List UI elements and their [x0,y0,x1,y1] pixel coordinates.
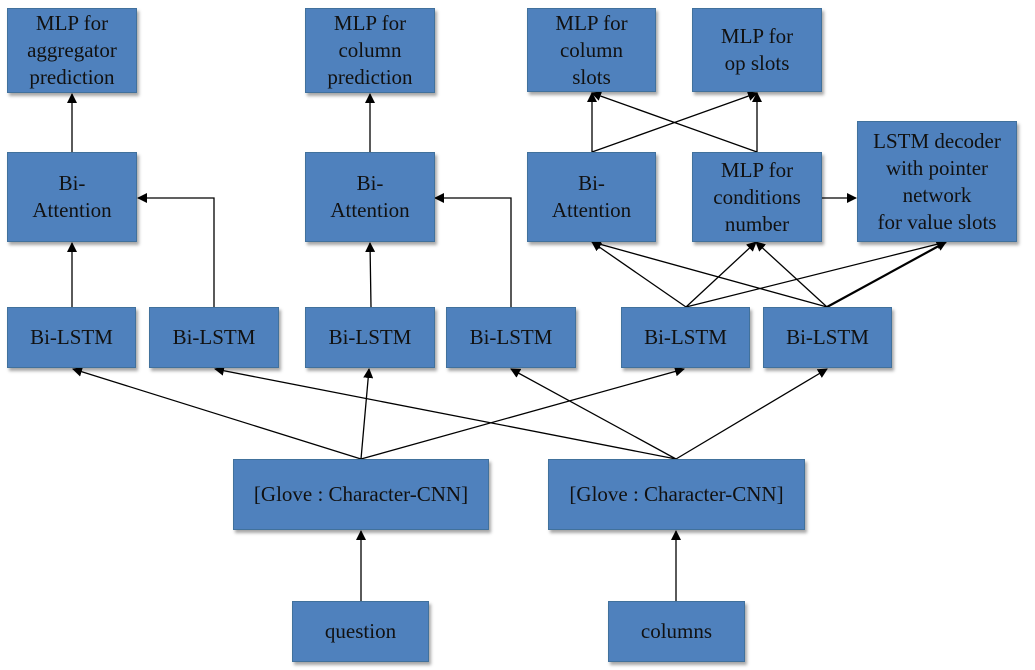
bi-lstm-box-5: Bi-LSTM [621,307,750,368]
arrow-bilstm2-to-biatt1 [137,193,215,307]
bi-lstm-box-3: Bi-LSTM [305,307,435,368]
arrow-bilstm3-to-biatt2 [365,242,376,308]
arrow-bilstm4-to-biatt2 [434,193,512,307]
bi-lstm-label-5: Bi-LSTM [644,325,727,349]
question-input-box: question [292,601,429,662]
mlp-aggregator-box: MLP for aggregator prediction [7,8,137,93]
mlp-column-box: MLP for column prediction [305,8,435,93]
columns-input-box: columns [608,601,745,662]
bi-attention-label-2: Bi- Attention [330,171,410,222]
arrow-mlpcond-to-colslots [591,91,758,153]
bi-lstm-label-4: Bi-LSTM [469,325,553,349]
mlp-column-slots-box: MLP for column slots [527,8,656,92]
bi-lstm-label-2: Bi-LSTM [172,325,256,349]
arrow-cembed-to-bilstm6 [675,368,828,460]
column-embedding-label: [Glove : Character-CNN] [569,482,784,506]
arrow-bilstm6-to-mlpcond [755,241,828,308]
arrow-bilstm5-to-mlpcond [685,241,757,308]
bi-lstm-box-2: Bi-LSTM [149,307,279,368]
arrow-bilstm5-to-decoder [685,239,947,308]
mlp-conditions-box: MLP for conditions number [692,152,822,242]
lstm-decoder-label: LSTM decoder with pointer network for va… [873,128,1001,234]
question-input-label: question [324,619,397,643]
arrow-cembed-to-bilstm4 [510,368,677,460]
bi-lstm-label-1: Bi-LSTM [30,325,113,349]
arrow-bilstm6-to-biatt3 [591,239,828,308]
column-embedding-box: [Glove : Character-CNN] [548,459,805,530]
bi-attention-label-3: Bi- Attention [551,171,632,222]
arrow-qembed-to-bilstm3 [360,368,374,460]
bi-attention-box-2: Bi- Attention [305,152,435,242]
mlp-aggregator-label: MLP for aggregator prediction [27,11,117,89]
arrow-bilstm6-to-decoder [826,241,947,308]
mlp-op-slots-label: MLP for op slots [720,24,794,75]
arrow-cembed-to-bilstm2 [214,365,677,460]
bi-lstm-label-6: Bi-LSTM [786,325,869,349]
mlp-op-slots-box: MLP for op slots [692,8,822,92]
bi-attention-label-1: Bi- Attention [32,171,112,222]
bi-lstm-box-4: Bi-LSTM [446,307,576,368]
bi-lstm-box-1: Bi-LSTM [7,307,136,368]
bi-lstm-label-3: Bi-LSTM [328,325,412,349]
question-embedding-box: [Glove : Character-CNN] [233,459,489,530]
mlp-column-label: MLP for column prediction [327,11,413,89]
columns-input-label: columns [640,619,713,643]
arrow-bilstm5-to-biatt3 [591,241,687,308]
bi-attention-box-1: Bi- Attention [7,152,137,242]
bi-lstm-box-6: Bi-LSTM [763,307,892,368]
lstm-decoder-box: LSTM decoder with pointer network for va… [857,121,1017,242]
bi-attention-box-3: Bi- Attention [527,152,656,242]
arrow-qembed-to-bilstm5 [360,366,685,460]
mlp-conditions-label: MLP for conditions number [713,157,801,236]
arrow-qembed-to-bilstm1 [72,366,362,460]
question-embedding-label: [Glove : Character-CNN] [253,482,469,506]
mlp-column-slots-label: MLP for column slots [555,10,628,89]
